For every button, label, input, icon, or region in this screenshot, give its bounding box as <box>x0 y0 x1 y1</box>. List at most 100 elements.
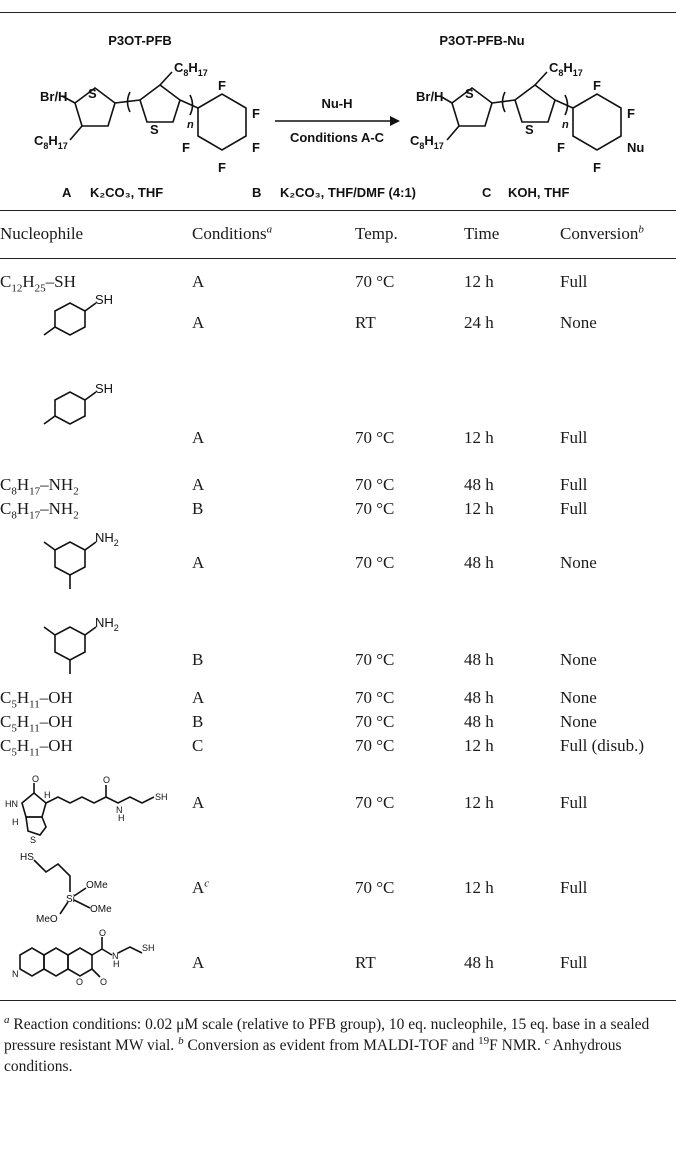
footnote-c: c Anhydrous conditions. <box>4 1034 622 1075</box>
nucleophile-cell: C5H11–OH <box>0 712 73 735</box>
reactant-f4: F <box>218 160 226 175</box>
svg-text:MeO: MeO <box>36 914 58 925</box>
product-f2: F <box>627 106 635 121</box>
product-structure <box>439 71 622 151</box>
svg-text:H: H <box>113 959 120 969</box>
svg-text:HN: HN <box>5 799 18 809</box>
svg-text:NH2: NH2 <box>95 530 119 548</box>
table-header: Nucleophile Conditionsa Temp. Time Conve… <box>0 214 676 254</box>
reaction-arrowhead <box>390 116 400 126</box>
conversion-cell: Full <box>560 953 588 972</box>
conversion-cell: None <box>560 553 597 572</box>
conditions-cell: A <box>192 475 205 494</box>
product-label: P3OT-PFB-Nu <box>439 33 524 48</box>
conditions-cell: A <box>192 313 205 332</box>
conditions-cell: B <box>192 650 204 669</box>
conditions-cell: A <box>192 953 205 972</box>
conditions-cell: A <box>192 428 205 447</box>
time-cell: 12 h <box>464 878 494 897</box>
product-s1: S <box>465 86 474 101</box>
conditions-cell: Ac <box>192 877 210 897</box>
reactant-c8h17-bottom: C8H17 <box>34 133 68 151</box>
condition-a-text: K₂CO₃, THF <box>90 185 163 200</box>
product-nu: Nu <box>627 140 644 155</box>
temp-cell: 70 °C <box>355 475 395 494</box>
time-cell: 48 h <box>464 650 494 669</box>
reactant-s1: S <box>88 86 97 101</box>
nucleophile-cell: C8H17–NH2 <box>0 499 79 522</box>
svg-text:Si: Si <box>66 894 75 905</box>
product-n: n <box>562 119 569 131</box>
footnote-a: a Reaction conditions: 0.02 μM scale (re… <box>4 1013 650 1054</box>
conversion-cell: Full <box>560 793 588 812</box>
svg-text:N: N <box>12 969 19 979</box>
table-footnotes: a Reaction conditions: 0.02 μM scale (re… <box>4 1014 672 1077</box>
svg-text:H: H <box>44 790 51 800</box>
reactant-f1: F <box>218 78 226 93</box>
temp-cell: RT <box>355 953 376 972</box>
temp-cell: 70 °C <box>355 499 395 518</box>
reaction-scheme: P3OT-PFB P3OT-PFB-Nu Br/H S S n C8H17 C8… <box>34 33 644 200</box>
svg-text:OMe: OMe <box>90 904 112 915</box>
product-s2: S <box>525 122 534 137</box>
conversion-cell: Full <box>560 428 588 447</box>
condition-a-letter: A <box>62 185 72 200</box>
conversion-cell: Full <box>560 499 588 518</box>
condition-b-text: K₂CO₃, THF/DMF (4:1) <box>280 185 416 200</box>
conditions-cell: A <box>192 688 205 707</box>
product-c8h17-bottom: C8H17 <box>410 133 444 151</box>
svg-text:O: O <box>100 977 107 987</box>
time-cell: 48 h <box>464 712 494 731</box>
header-conversion: Conversionb <box>560 223 644 243</box>
conditions-cell: C <box>192 736 204 755</box>
svg-text:SH: SH <box>95 381 113 396</box>
reactant-structure <box>61 71 247 151</box>
svg-text:O: O <box>103 775 110 785</box>
conversion-cell: None <box>560 313 597 332</box>
nucleophile-cell: C8H17–NH2 <box>0 475 79 498</box>
reactant-brh: Br/H <box>40 89 67 104</box>
table-bottom-rule <box>0 1000 676 1001</box>
svg-text:SH: SH <box>95 292 113 307</box>
temp-cell: 70 °C <box>355 793 395 812</box>
arrow-conditions: Conditions A-C <box>290 130 385 145</box>
temp-cell: 70 °C <box>355 712 395 731</box>
header-temp: Temp. <box>355 224 398 243</box>
conditions-cell: B <box>192 712 204 731</box>
svg-text:O: O <box>76 977 83 987</box>
dimethylaniline-structure: NH2 <box>43 615 119 674</box>
thiophenol-structure: SH <box>43 292 113 336</box>
svg-text:O: O <box>32 774 39 784</box>
footnote-b: b Conversion as evident from MALDI-TOF a… <box>178 1034 541 1054</box>
conversion-cell: None <box>560 688 597 707</box>
time-cell: 48 h <box>464 475 494 494</box>
reactant-f5: F <box>182 140 190 155</box>
condition-c-text: KOH, THF <box>508 185 569 200</box>
time-cell: 48 h <box>464 688 494 707</box>
svg-text:OMe: OMe <box>86 880 108 891</box>
svg-text:N: N <box>116 805 123 815</box>
condition-b-letter: B <box>252 185 261 200</box>
conversion-cell: None <box>560 712 597 731</box>
reactant-f3: F <box>252 140 260 155</box>
condition-c-letter: C <box>482 185 492 200</box>
product-f1: F <box>593 78 601 93</box>
reactant-f2: F <box>252 106 260 121</box>
conditions-cell: B <box>192 499 204 518</box>
dimethylaniline-structure: NH2 <box>43 530 119 589</box>
product-f5: F <box>557 140 565 155</box>
svg-text:SH: SH <box>155 792 168 802</box>
product-brh: Br/H <box>416 89 443 104</box>
nucleophile-cell: C12H25–SH <box>0 272 76 295</box>
nucleophile-cell: C5H11–OH <box>0 736 73 759</box>
svg-text:H: H <box>118 813 125 823</box>
nucleophile-cell: C5H11–OH <box>0 688 73 711</box>
temp-cell: RT <box>355 313 376 332</box>
time-cell: 12 h <box>464 499 494 518</box>
temp-cell: 70 °C <box>355 878 395 897</box>
scheme-bottom-rule <box>0 210 676 211</box>
reactant-c8h17-top: C8H17 <box>174 60 208 78</box>
temp-cell: 70 °C <box>355 428 395 447</box>
time-cell: 12 h <box>464 736 494 755</box>
temp-cell: 70 °C <box>355 688 395 707</box>
